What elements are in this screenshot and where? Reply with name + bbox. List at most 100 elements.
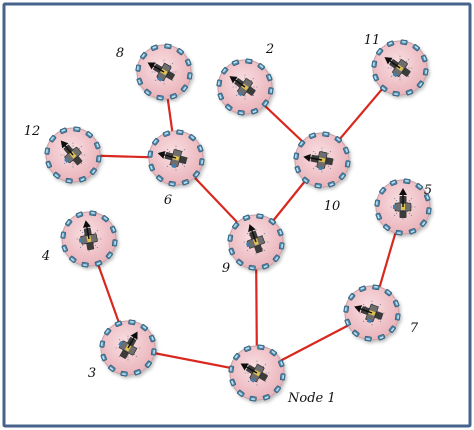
sensor-module-icon — [392, 90, 400, 97]
sensor-module-icon — [242, 214, 251, 222]
sensor-module-icon — [344, 160, 351, 168]
robot-node-icon — [60, 140, 83, 166]
sensor-module-icon — [75, 211, 84, 219]
node-label-8: 8 — [116, 46, 124, 61]
sensor-module-icon — [73, 126, 81, 133]
sensor-module-icon — [386, 40, 395, 48]
sensor-module-icon — [140, 52, 148, 60]
sensor-module-icon — [262, 393, 271, 401]
node-8[interactable] — [135, 43, 193, 101]
sensor-module-icon — [405, 88, 414, 96]
sensor-module-icon — [89, 167, 97, 175]
sensor-ring — [371, 39, 429, 97]
sensor-module-icon — [156, 94, 164, 101]
sensor-module-icon — [261, 262, 270, 270]
sensor-module-icon — [162, 130, 171, 138]
sensor-ring — [227, 213, 285, 271]
sensor-module-icon — [278, 242, 285, 250]
sensor-module-icon — [403, 178, 411, 185]
node-3[interactable] — [99, 319, 157, 377]
sensor-module-icon — [60, 231, 67, 239]
sensor-module-icon — [389, 179, 398, 187]
sensor-module-icon — [308, 132, 317, 140]
robot-node-icon — [354, 304, 384, 324]
sensor-module-icon — [422, 68, 429, 76]
sensor-module-icon — [104, 328, 112, 336]
node-12[interactable] — [44, 126, 102, 184]
sensor-module-icon — [425, 207, 432, 215]
sensor-module-icon — [227, 234, 234, 242]
sensor-module-icon — [338, 172, 346, 180]
sensor-module-icon — [99, 340, 106, 348]
node-label-10: 10 — [324, 199, 341, 214]
sensor-module-icon — [109, 225, 117, 234]
sensor-module-icon — [221, 67, 229, 75]
sensor-module-icon — [81, 261, 89, 268]
sensor-module-icon — [44, 147, 51, 155]
heading-arrow-icon — [130, 331, 138, 340]
node-10[interactable] — [293, 131, 351, 189]
sensor-module-icon — [108, 364, 116, 372]
node-5[interactable] — [374, 178, 432, 236]
node-2[interactable] — [216, 58, 274, 116]
sensor-module-icon — [196, 144, 204, 153]
sensing-rays — [59, 141, 87, 169]
sensor-ring — [60, 210, 118, 268]
sensor-module-icon — [249, 395, 257, 402]
sensor-module-icon — [148, 163, 156, 172]
sensor-module-icon — [65, 219, 73, 227]
sensor-module-icon — [192, 170, 200, 178]
node-label-3: 3 — [88, 366, 96, 381]
robot-node-icon — [245, 224, 265, 254]
sensor-ring — [216, 58, 274, 116]
node-label-12: 12 — [24, 124, 41, 139]
node-1[interactable] — [228, 344, 286, 402]
robot-node-icon — [303, 151, 334, 171]
sensing-rays — [114, 334, 142, 362]
node-label-9: 9 — [222, 261, 230, 276]
sensor-module-icon — [186, 72, 193, 80]
sensor-module-icon — [415, 183, 423, 191]
sensor-module-icon — [256, 213, 264, 220]
sensor-module-icon — [250, 107, 259, 115]
sensor-module-icon — [232, 222, 240, 230]
sensing-rays — [242, 228, 270, 256]
sensor-module-icon — [364, 335, 372, 342]
nodes-layer — [44, 39, 432, 402]
node-4[interactable] — [60, 210, 118, 268]
sensor-ring — [343, 284, 401, 342]
node-9[interactable] — [227, 213, 285, 271]
node-label-1: Node 1 — [287, 391, 336, 406]
sensor-module-icon — [231, 59, 240, 67]
sensor-module-icon — [233, 353, 241, 361]
heading-arrow-icon — [147, 62, 156, 70]
node-6[interactable] — [147, 129, 205, 187]
sensor-module-icon — [267, 87, 274, 95]
sensor-module-icon — [89, 210, 97, 217]
sensor-module-icon — [412, 44, 420, 52]
sensor-module-icon — [45, 160, 53, 169]
sensor-module-icon — [276, 228, 284, 237]
sensor-ring — [147, 129, 205, 187]
sensing-rays — [231, 73, 259, 101]
sensor-module-icon — [237, 389, 245, 397]
sensor-module-icon — [265, 73, 273, 82]
sensing-rays — [243, 359, 271, 387]
sensor-module-icon — [343, 305, 350, 313]
sensor-module-icon — [279, 373, 286, 381]
sensor-module-icon — [298, 140, 306, 148]
sensor-module-icon — [180, 84, 188, 92]
heading-arrow-icon — [157, 151, 166, 159]
sensor-module-icon — [164, 43, 172, 50]
sensor-module-icon — [225, 103, 233, 111]
node-label-7: 7 — [410, 321, 419, 336]
sensor-module-icon — [59, 127, 68, 135]
node-7[interactable] — [343, 284, 401, 342]
heading-arrow-icon — [82, 220, 91, 228]
sensor-module-icon — [376, 48, 384, 56]
sensor-module-icon — [392, 299, 400, 308]
node-11[interactable] — [371, 39, 429, 97]
sensor-module-icon — [269, 349, 277, 357]
node-label-5: 5 — [424, 183, 432, 198]
